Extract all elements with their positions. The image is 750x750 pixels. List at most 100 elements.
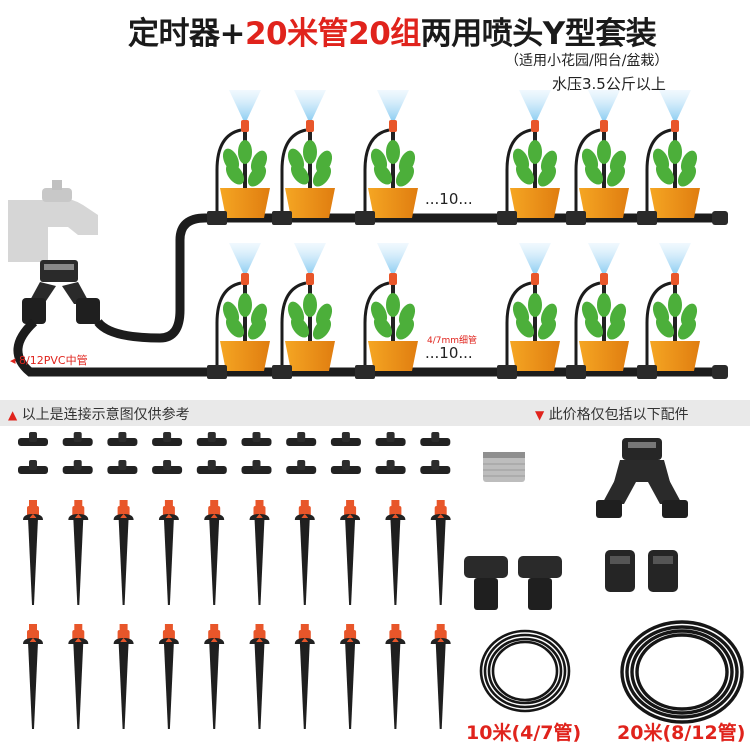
tee-icon [566, 211, 586, 225]
pvc-tube-label-text: 8/12PVC中管 [19, 354, 88, 367]
leaf-icon [247, 165, 267, 187]
leaf-icon [606, 165, 626, 187]
leaf-icon [290, 316, 310, 338]
nozzle-icon [241, 273, 249, 285]
spray-icon [294, 90, 326, 124]
nozzle-icon [600, 273, 608, 285]
leaf-icon [606, 318, 626, 340]
drip-stake-icon [249, 500, 270, 605]
pot-icon [650, 341, 700, 371]
leaf-icon [677, 165, 697, 187]
leaf-icon [303, 293, 317, 317]
drip-stake-icon [340, 500, 361, 605]
thin-tube-label: 4/7mm细管 [427, 336, 478, 346]
spray-icon [377, 90, 409, 124]
drip-stake-icon [158, 500, 179, 605]
drip-stake-icon [68, 624, 89, 729]
drip-stake-icon [113, 500, 134, 605]
pot-icon [285, 341, 335, 371]
title-part-3: 两用喷头Y型套装 [420, 16, 657, 52]
tee-connector-icon [241, 460, 272, 474]
leaf-icon [597, 140, 611, 164]
tee-icon [497, 365, 517, 379]
end-plug-icon [712, 365, 728, 379]
drip-stake-icon [158, 624, 179, 729]
band-left-text: 以上是连接示意图仅供参考 [21, 407, 190, 423]
tube-small-caption: 10米(4/7管) [466, 722, 582, 744]
thin-tube [363, 128, 390, 218]
pot-icon [579, 188, 629, 218]
leaf-icon [515, 316, 535, 338]
tee-connector-icon [330, 460, 361, 474]
pressure-note: 水压3.5公斤以上 [552, 75, 666, 93]
thin-tube [280, 281, 307, 372]
drip-stake-icon [68, 500, 89, 605]
drip-stake-icon [23, 624, 43, 729]
tee-connector-icon [196, 460, 227, 474]
end-plug-icon [712, 211, 728, 225]
tee-icon [355, 365, 375, 379]
leaf-icon [537, 165, 557, 187]
spray-icon [377, 243, 409, 277]
band-right-text: 此价格仅包括以下配件 [548, 407, 689, 423]
tube-large-caption: 20米(8/12管) [617, 722, 746, 744]
pot-icon [220, 341, 270, 371]
thin-tube [574, 128, 601, 218]
leaf-icon [395, 318, 415, 340]
tee-connector-icon [241, 432, 272, 446]
spray-icon [588, 243, 620, 277]
drip-stakes [23, 500, 451, 729]
pot-icon [510, 341, 560, 371]
nozzle-icon [531, 273, 539, 285]
triangle-up-icon: ▲ [8, 408, 18, 422]
band-right: ▼ 此价格仅包括以下配件 [535, 404, 689, 424]
plant-unit [207, 90, 270, 225]
nozzle-icon [389, 273, 397, 285]
tee-connector-icon [152, 460, 183, 474]
connection-diagram [8, 90, 728, 379]
plant-unit [566, 243, 629, 379]
leaf-icon [515, 163, 535, 185]
leaf-icon [312, 318, 332, 340]
pot-icon [510, 188, 560, 218]
drip-stake-icon [430, 624, 451, 729]
thin-tube [363, 281, 390, 372]
tee-connector-icon [18, 432, 48, 446]
drip-stake-icon [385, 500, 406, 605]
tee-connector-icon [286, 432, 317, 446]
tee-connectors [18, 432, 451, 474]
leaf-icon [247, 318, 267, 340]
tee-connector-icon [286, 460, 317, 474]
tee-connector-icon [330, 432, 361, 446]
plant-unit [355, 90, 418, 225]
leaf-icon [373, 163, 393, 185]
coiled-tube-large-icon [620, 620, 744, 724]
tee-connector-icon [18, 460, 48, 474]
plant-unit [272, 243, 335, 379]
tee-icon [566, 365, 586, 379]
pot-icon [368, 341, 418, 371]
leaf-icon [312, 165, 332, 187]
leaf-icon [238, 293, 252, 317]
page-title: 定时器+20米管20组两用喷头Y型套装 [128, 8, 657, 53]
nozzle-icon [241, 120, 249, 132]
band-left: ▲ 以上是连接示意图仅供参考 [8, 404, 190, 424]
leaf-icon [290, 163, 310, 185]
spray-icon [519, 243, 551, 277]
spray-icon [229, 243, 261, 277]
spray-icon [659, 90, 691, 124]
drip-stake-icon [294, 624, 315, 729]
leaf-icon [225, 163, 245, 185]
plant-unit [497, 243, 560, 379]
tee-connector-icon [420, 432, 451, 446]
plant-unit [272, 90, 335, 225]
coiled-tube-small-icon [479, 629, 571, 713]
tee-connector-icon [420, 460, 451, 474]
nozzle-icon [671, 273, 679, 285]
drip-stake-icon [249, 624, 270, 729]
leaf-icon [386, 293, 400, 317]
plant-unit [207, 243, 270, 379]
tee-connector-icon [62, 432, 93, 446]
pot-icon [220, 188, 270, 218]
nozzle-icon [671, 120, 679, 132]
